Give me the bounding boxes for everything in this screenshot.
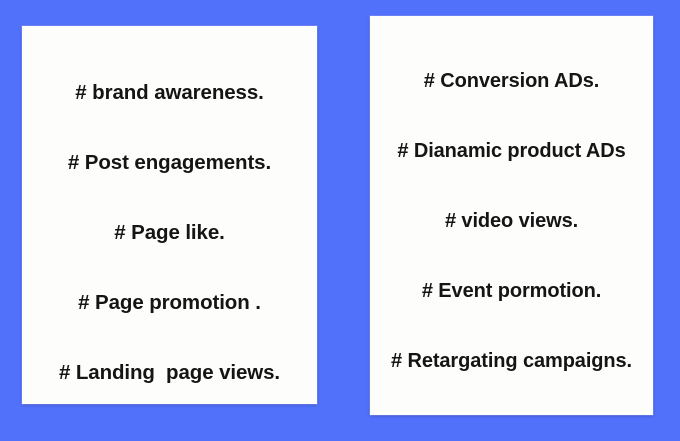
list-item: # Page promotion . (78, 291, 261, 315)
list-item: # Landing page views. (58, 361, 281, 385)
list-item: # Event pormotion. (421, 279, 602, 302)
list-item: # Conversion ADs. (423, 69, 600, 92)
list-item: # Dianamic product ADs (397, 139, 626, 162)
list-item: # brand awareness. (75, 81, 264, 105)
list-item: # Page like. (114, 221, 225, 245)
right-services-card: # Conversion ADs. # Dianamic product ADs… (370, 16, 653, 415)
list-item: # video views. (444, 209, 579, 232)
list-item: # Post engagements. (67, 151, 272, 175)
list-item: # Retargating campaigns. (391, 349, 632, 372)
left-services-card: # brand awareness. # Post engagements. #… (22, 26, 317, 404)
